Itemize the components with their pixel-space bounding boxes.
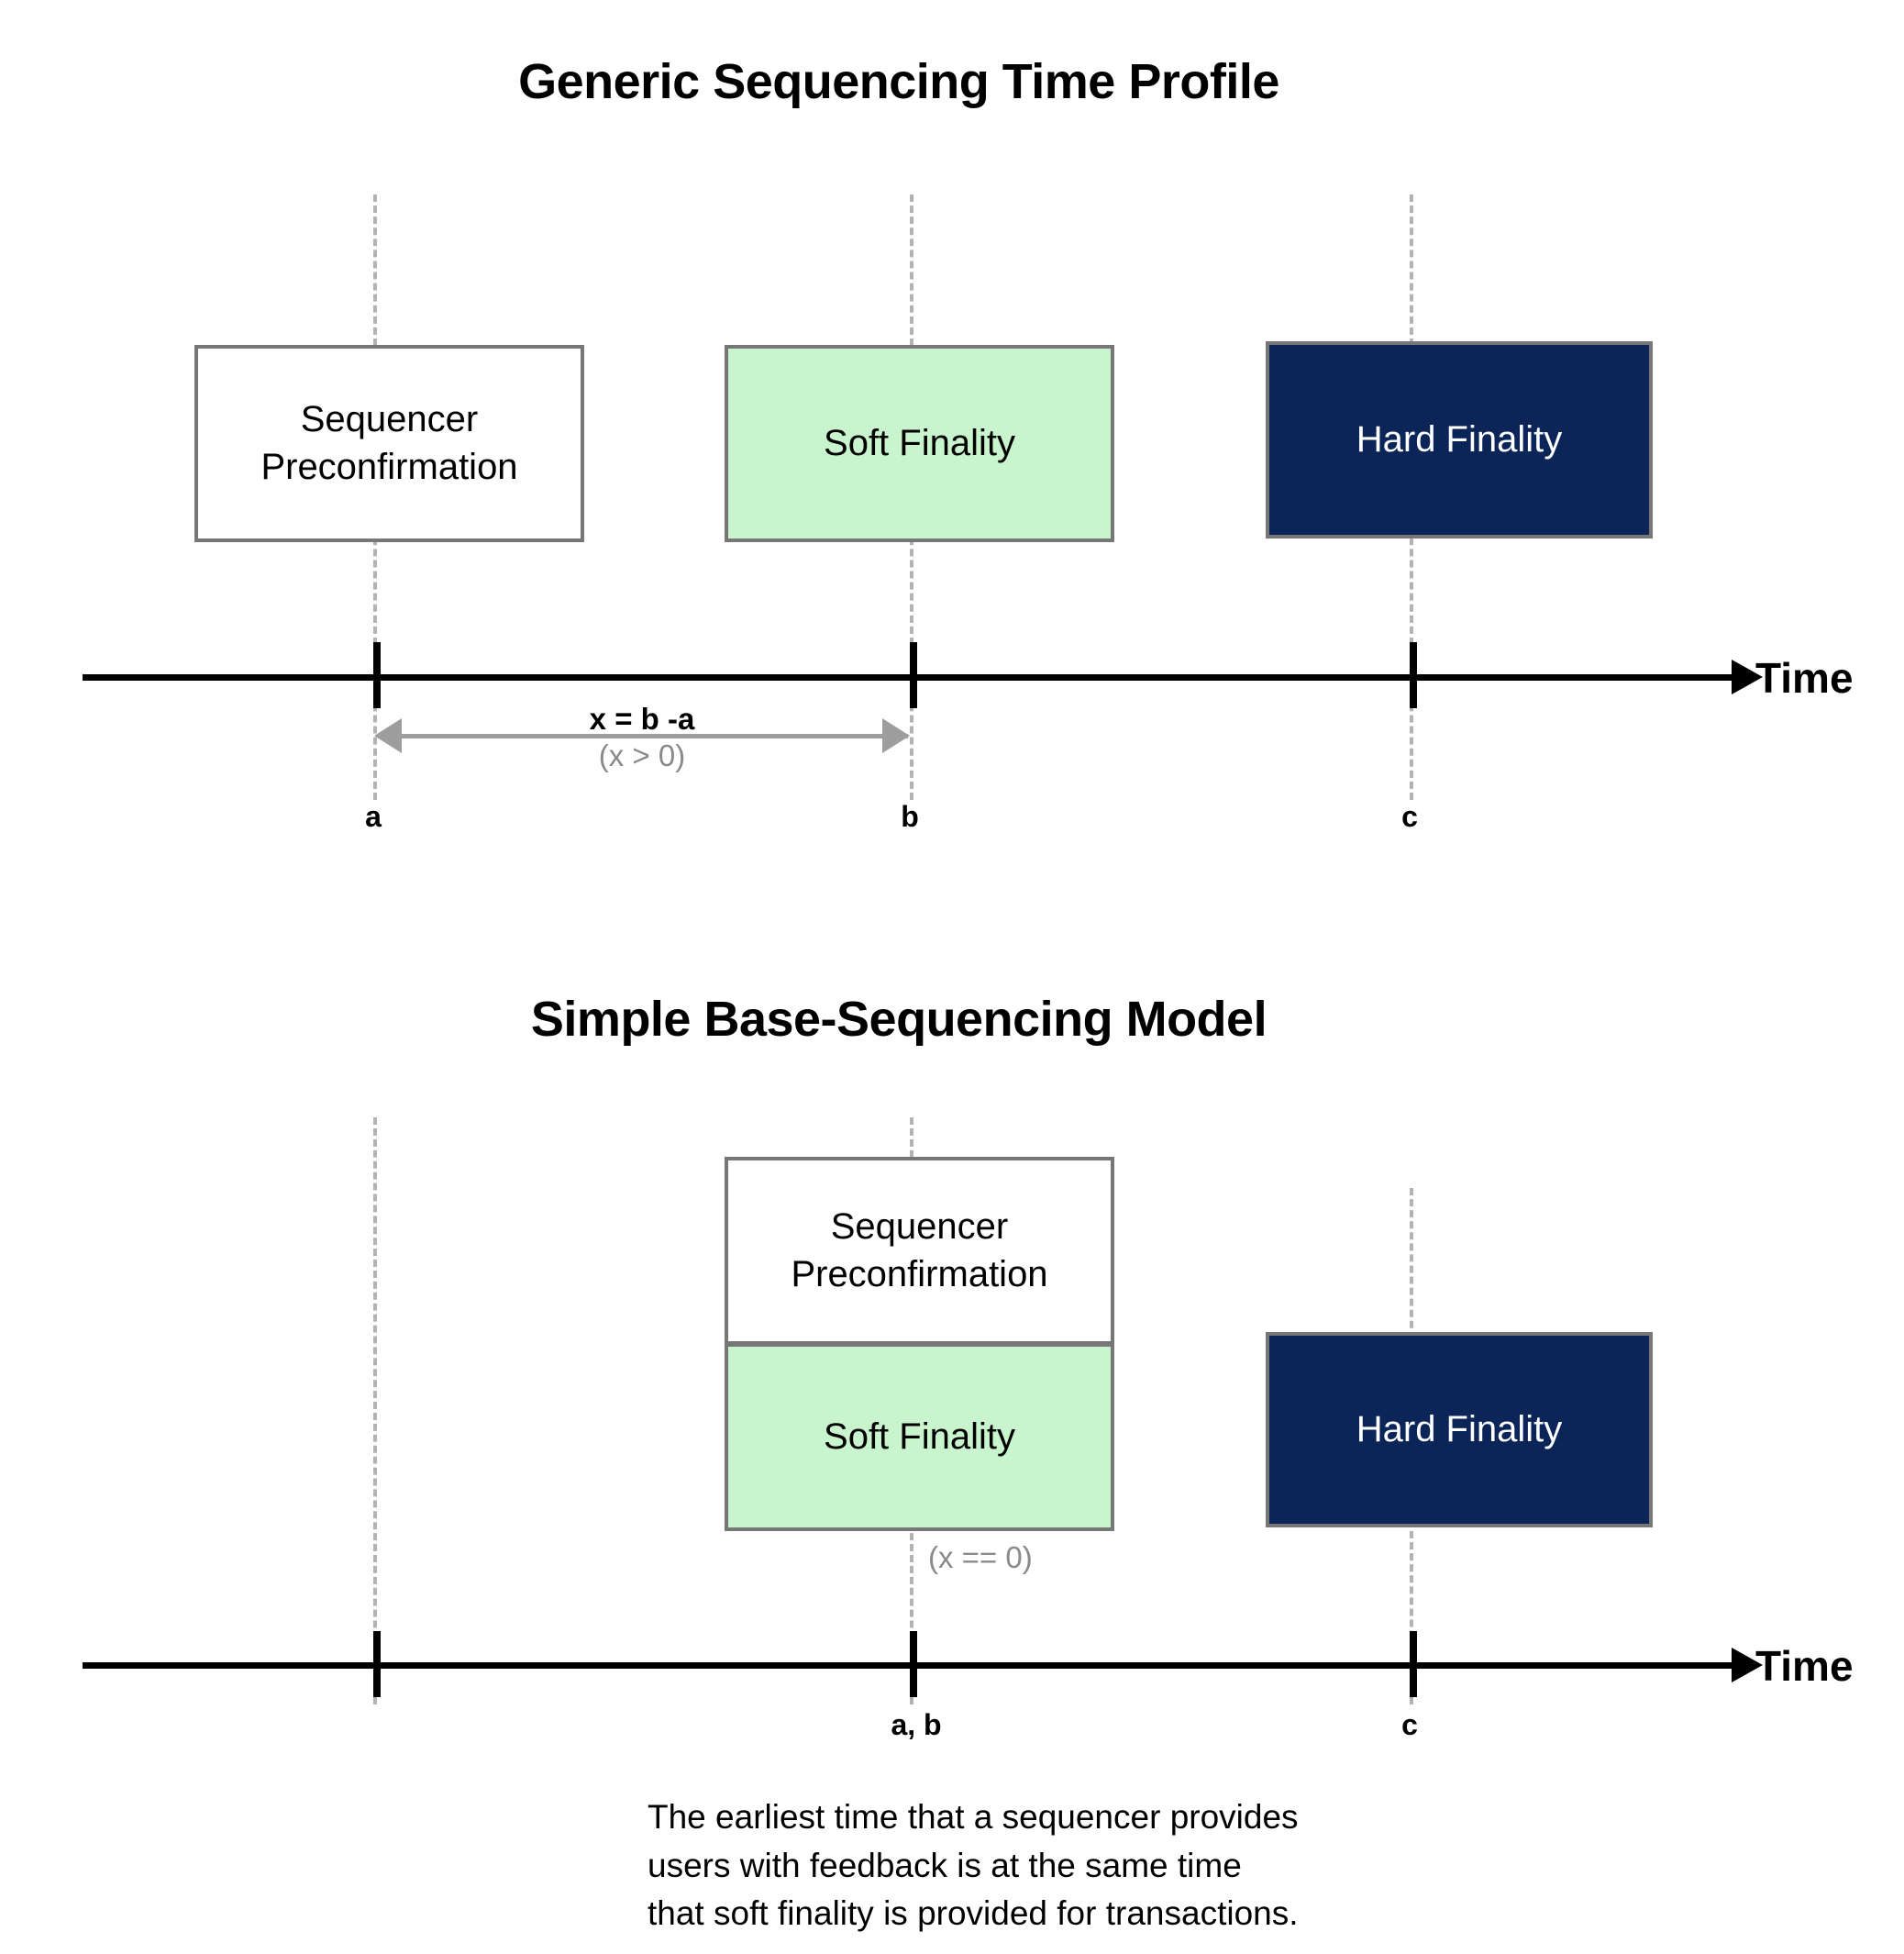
panel2-box-hard-finality[interactable]: Hard Finality <box>1266 1332 1653 1527</box>
panel2-tick-ab <box>910 1631 917 1697</box>
panel2-time-axis <box>83 1662 1733 1669</box>
panel2-tick-label-ab: a, b <box>891 1708 942 1741</box>
panel2-box-soft-finality[interactable]: Soft Finality <box>725 1343 1114 1531</box>
panel1-tick-label-a: a <box>365 800 382 833</box>
panel1-tick-c <box>1410 642 1417 708</box>
panel1-measure-condition: (x > 0) <box>598 738 686 772</box>
panel1-box-sequencer-preconfirmation-label: Sequencer Preconfirmation <box>260 399 518 487</box>
panel1-measure-expression: x = b -a <box>589 702 695 736</box>
panel2-time-axis-arrowhead <box>1732 1648 1763 1682</box>
panel1-time-axis-label: Time <box>1755 654 1854 702</box>
panel2-box-hard-finality-label: Hard Finality <box>1356 1408 1563 1449</box>
panel2-title: Simple Base-Sequencing Model <box>530 992 1267 1047</box>
panel1-title: Generic Sequencing Time Profile <box>518 54 1279 109</box>
panel1-tick-label-c: c <box>1401 800 1418 833</box>
panel2-guide-line-a <box>373 1117 377 1704</box>
panel1-tick-a <box>373 642 381 708</box>
panel2-tick-a <box>373 1631 381 1697</box>
panel2-box-soft-finality-label: Soft Finality <box>824 1416 1015 1457</box>
panel1-tick-label-b: b <box>901 800 919 833</box>
panel2-tick-c <box>1410 1631 1417 1697</box>
panel1-box-soft-finality-label: Soft Finality <box>824 422 1015 463</box>
panel2-time-axis-label: Time <box>1755 1642 1854 1690</box>
panel1-measure-line <box>378 734 908 738</box>
panel1-box-hard-finality[interactable]: Hard Finality <box>1266 341 1653 538</box>
panel1-measure-arrowhead-right <box>882 718 910 753</box>
panel2-measure-condition: (x == 0) <box>928 1540 1033 1574</box>
panel2-box-sequencer-preconfirmation[interactable]: Sequencer Preconfirmation <box>725 1157 1114 1345</box>
panel1-time-axis <box>83 674 1733 681</box>
panel1-box-hard-finality-label: Hard Finality <box>1356 418 1563 460</box>
panel2-box-sequencer-preconfirmation-label: Sequencer Preconfirmation <box>791 1206 1048 1294</box>
panel1-tick-b <box>910 642 917 708</box>
panel1-measure-arrowhead-left <box>374 718 402 753</box>
panel1-time-axis-arrowhead <box>1732 660 1763 694</box>
panel1-box-soft-finality[interactable]: Soft Finality <box>725 345 1114 542</box>
panel2-caption: The earliest time that a sequencer provi… <box>648 1798 1299 1933</box>
panel2-tick-label-c: c <box>1401 1708 1418 1741</box>
panel1-box-sequencer-preconfirmation[interactable]: Sequencer Preconfirmation <box>194 345 584 542</box>
